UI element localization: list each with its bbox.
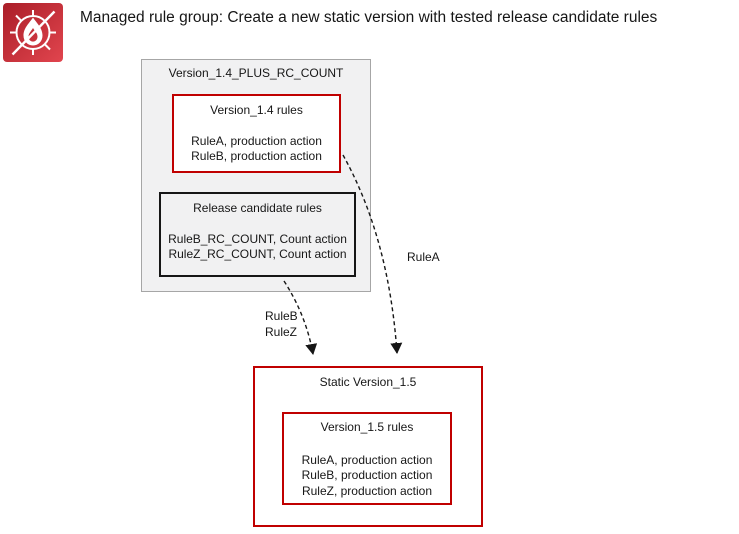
rule-line: RuleA, production action — [301, 452, 433, 467]
arrow-label-ruleb-rulez: RuleB RuleZ — [265, 309, 298, 340]
version-14-rules-box: Version_1.4 rules RuleA, production acti… — [172, 94, 341, 173]
rule-group-box: Version_1.4_PLUS_RC_COUNT Version_1.4 ru… — [141, 59, 371, 292]
rule-line: RuleB, production action — [301, 468, 433, 482]
rule-line: RuleB, production action — [191, 149, 322, 163]
release-candidate-rule-list: RuleB_RC_COUNT, Count action RuleZ_RC_CO… — [161, 232, 354, 263]
version-14-rules-title: Version_1.4 rules — [210, 103, 303, 117]
version-14-rule-list: RuleA, production action RuleB, producti… — [174, 134, 339, 165]
flame-target-glyph — [10, 10, 56, 56]
release-candidate-rules-box: Release candidate rules RuleB_RC_COUNT, … — [159, 192, 356, 277]
rule-line: RuleB_RC_COUNT, Count action — [168, 231, 347, 246]
arrow-label-rulea: RuleA — [407, 250, 440, 264]
static-version-title: Static Version_1.5 — [319, 375, 417, 389]
rule-line: RuleA, production action — [191, 133, 322, 148]
version-15-rules-box: Version_1.5 rules RuleA, production acti… — [282, 412, 452, 505]
rule-line: RuleZ, production action — [301, 483, 433, 498]
rule-group-title: Version_1.4_PLUS_RC_COUNT — [168, 66, 344, 80]
version-15-rules-title: Version_1.5 rules — [320, 420, 414, 434]
rule-line: RuleZ_RC_COUNT, Count action — [168, 247, 347, 261]
page-title: Managed rule group: Create a new static … — [80, 9, 658, 26]
arrow-label-rulez: RuleZ — [265, 324, 298, 339]
version-15-rule-list: RuleA, production action RuleB, producti… — [284, 453, 450, 500]
arrow-label-ruleb: RuleB — [265, 309, 298, 323]
static-version-box: Static Version_1.5 Version_1.5 rules Rul… — [253, 366, 483, 527]
aws-waf-icon — [3, 3, 63, 62]
release-candidate-rules-title: Release candidate rules — [193, 201, 322, 215]
